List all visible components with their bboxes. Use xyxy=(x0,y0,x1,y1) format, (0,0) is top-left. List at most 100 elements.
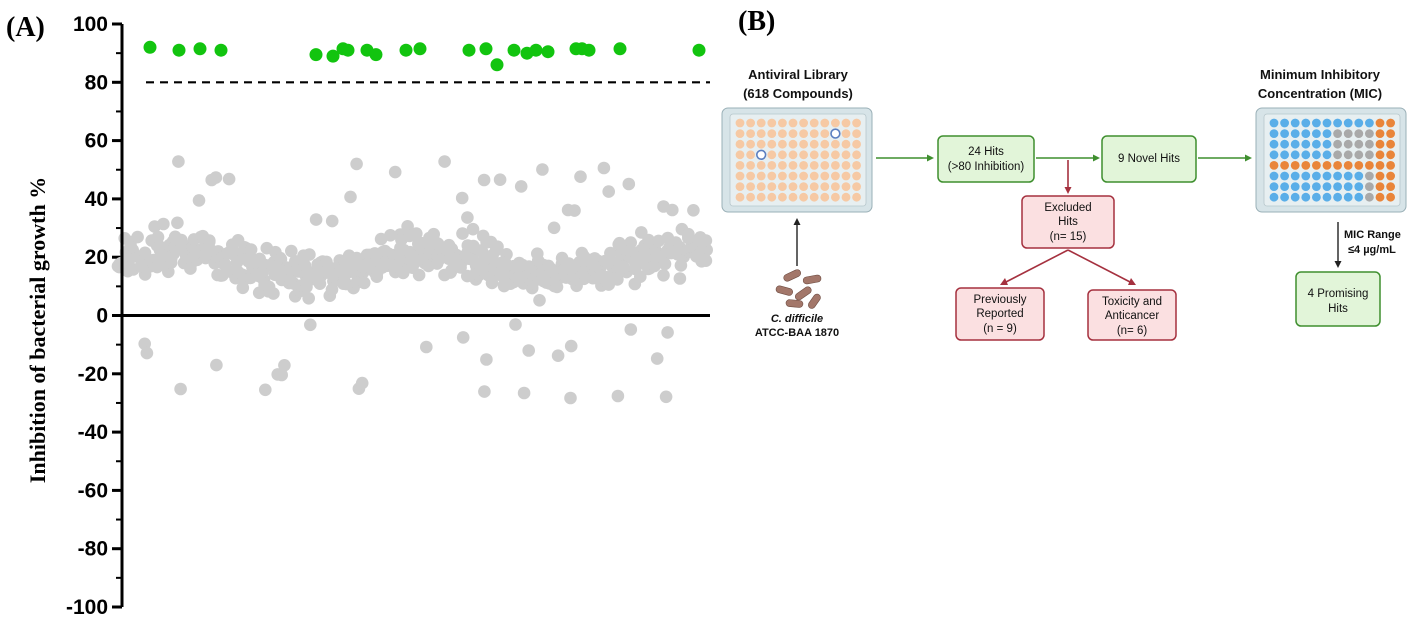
plate-well xyxy=(1354,118,1364,128)
plate-well xyxy=(831,161,840,170)
plate-well xyxy=(788,171,798,181)
plate-well xyxy=(852,161,861,170)
panel-b-label: (B) xyxy=(738,6,775,37)
plate-well xyxy=(809,139,819,149)
gray-point xyxy=(666,203,679,217)
green-point xyxy=(692,43,706,57)
plate-well xyxy=(756,161,766,170)
gray-point xyxy=(131,230,144,244)
mic-plate xyxy=(1255,107,1407,213)
gray-point xyxy=(602,185,615,198)
plate-well xyxy=(1354,129,1364,139)
plate-well xyxy=(1386,192,1395,202)
gray-point xyxy=(634,270,647,284)
plate-well xyxy=(1290,161,1300,170)
gray-point xyxy=(203,234,216,247)
y-tick-label: 60 xyxy=(85,130,108,153)
green-point xyxy=(413,42,427,56)
gray-point xyxy=(456,331,470,344)
plate-well xyxy=(799,118,808,128)
plate-well xyxy=(735,182,745,192)
plate-well xyxy=(1290,150,1300,160)
excluded-line1: Excluded xyxy=(1044,202,1091,214)
plate-well xyxy=(735,171,745,181)
gray-point xyxy=(138,246,152,260)
plate-well xyxy=(1301,182,1311,192)
gray-series xyxy=(111,155,713,405)
promising-line1: 4 Promising xyxy=(1308,288,1369,300)
gray-point xyxy=(531,247,544,260)
plate-well xyxy=(1312,192,1321,202)
green-point xyxy=(143,40,157,54)
plate-well xyxy=(788,139,798,149)
green-point xyxy=(172,43,186,57)
toxicity-box xyxy=(1087,289,1177,341)
plate-well xyxy=(1290,182,1300,192)
plate-well xyxy=(1280,118,1289,128)
plate-well xyxy=(1280,129,1289,139)
plate-well xyxy=(788,129,798,139)
plate-well xyxy=(755,149,767,161)
plate-well xyxy=(1343,171,1353,181)
arrowhead-icon xyxy=(1334,261,1342,268)
plate-well xyxy=(735,192,745,202)
gray-point xyxy=(564,339,578,353)
plate-well xyxy=(809,129,819,139)
plate-well xyxy=(820,139,830,149)
plate-well xyxy=(1386,139,1395,149)
plate-well xyxy=(1354,182,1364,192)
plate-well xyxy=(1386,171,1395,181)
plate-well xyxy=(1290,129,1300,139)
plate-well xyxy=(1280,150,1289,160)
mic-subtitle: Concentration (MIC) xyxy=(1258,86,1382,101)
plate-well xyxy=(809,192,819,202)
promising-line2: Hits xyxy=(1328,303,1348,315)
previously-line2: Reported xyxy=(976,308,1023,320)
plate-well xyxy=(1333,118,1342,128)
plate-well xyxy=(1343,161,1353,170)
plate-well xyxy=(1269,150,1279,160)
plate-well xyxy=(852,129,861,139)
organism-strain: ATCC-BAA 1870 xyxy=(755,327,839,339)
plate-well xyxy=(809,118,819,128)
gray-point xyxy=(480,353,493,366)
y-tick-label: -100 xyxy=(66,596,108,619)
plate-well xyxy=(1354,171,1364,181)
gray-point xyxy=(205,173,218,187)
plate-well xyxy=(1365,118,1374,128)
green-point xyxy=(193,42,207,56)
gray-point xyxy=(611,273,624,286)
plate-well xyxy=(1343,182,1353,192)
plate-well xyxy=(841,129,851,139)
library-wells xyxy=(735,118,861,202)
plate-well xyxy=(1301,129,1311,139)
plate-well xyxy=(852,182,861,192)
library-subtitle: (618 Compounds) xyxy=(743,86,853,101)
bacteria-icon xyxy=(775,269,822,309)
y-tick-label: -40 xyxy=(78,421,108,444)
gray-point xyxy=(514,180,528,193)
plate-well xyxy=(1269,192,1279,202)
plate-well xyxy=(809,171,819,181)
plate-well xyxy=(841,182,851,192)
workflow-diagram: Antiviral Library (618 Compounds) Minimu… xyxy=(721,67,1407,341)
plate-well xyxy=(1333,192,1342,202)
plate-well xyxy=(1365,182,1374,192)
gray-point xyxy=(650,352,664,365)
plate-well xyxy=(1365,139,1374,149)
green-point xyxy=(399,43,413,57)
plate-well xyxy=(1365,150,1374,160)
plate-well xyxy=(1333,139,1342,149)
green-point xyxy=(507,43,521,57)
plate-well xyxy=(1269,182,1279,192)
gray-point xyxy=(699,234,713,247)
plate-well xyxy=(778,192,787,202)
plate-well xyxy=(852,139,861,149)
plate-well xyxy=(1333,182,1342,192)
toxicity-line2: Anticancer xyxy=(1105,310,1160,322)
plate-well xyxy=(1301,139,1311,149)
gray-point xyxy=(267,287,280,300)
plate-well xyxy=(1386,150,1395,160)
plate-well xyxy=(767,139,777,149)
gray-point xyxy=(547,221,561,235)
